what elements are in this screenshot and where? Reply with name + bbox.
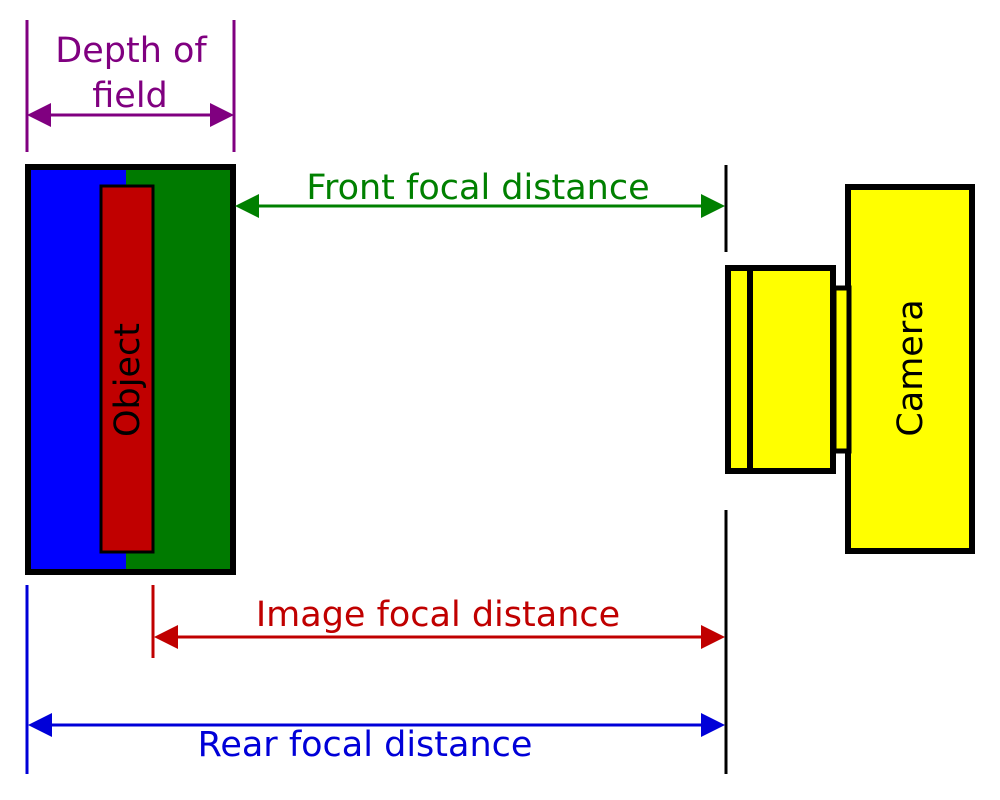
camera: Camera: [725, 184, 975, 554]
rear-focal-distance: Rear focal distance: [25, 585, 725, 774]
object-block: Object: [25, 164, 236, 575]
dof-label-line1: Depth of: [55, 31, 207, 71]
camera-label: Camera: [891, 299, 931, 436]
front-focal-label: Front focal distance: [306, 168, 649, 208]
image-focal-distance: Image focal distance: [151, 585, 725, 658]
front-focal-distance: Front focal distance: [235, 168, 725, 218]
depth-of-field-bracket: Depth of field: [25, 20, 236, 152]
dof-zone-outline: [25, 164, 236, 575]
camera-body: [845, 184, 975, 554]
image-focal-label: Image focal distance: [256, 595, 620, 635]
object-label: Object: [108, 323, 148, 437]
camera-mount: [831, 285, 852, 454]
camera-lens-front: [725, 265, 753, 474]
rear-focal-label: Rear focal distance: [198, 725, 533, 765]
camera-lens: [747, 265, 836, 474]
dof-label-line2: field: [92, 76, 168, 116]
object-rect: [99, 184, 155, 554]
